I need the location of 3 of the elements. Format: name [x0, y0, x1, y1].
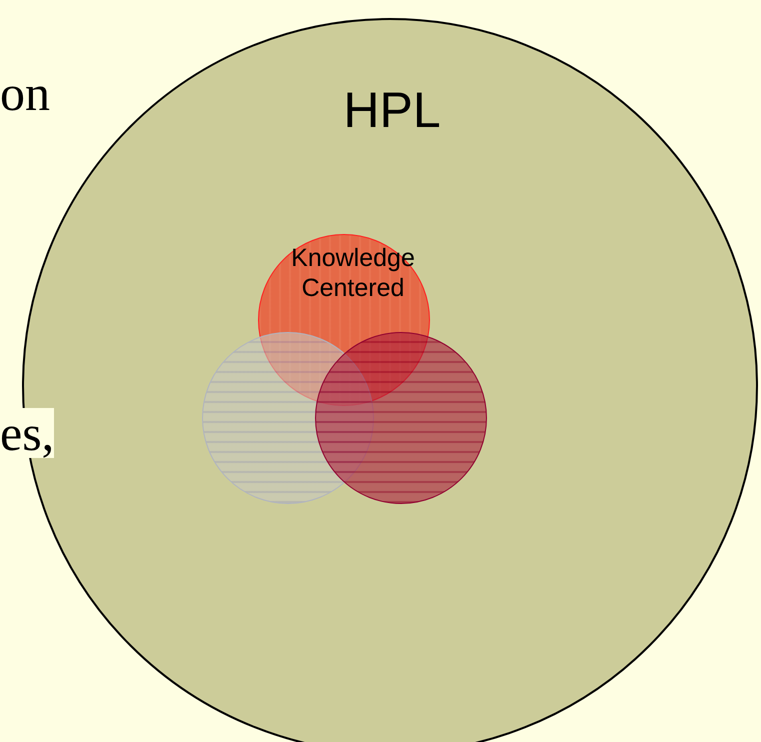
- text-fragment: es,: [0, 408, 54, 458]
- circle-title: HPL: [342, 81, 442, 140]
- circle-label: Knowledge Centered: [290, 243, 416, 303]
